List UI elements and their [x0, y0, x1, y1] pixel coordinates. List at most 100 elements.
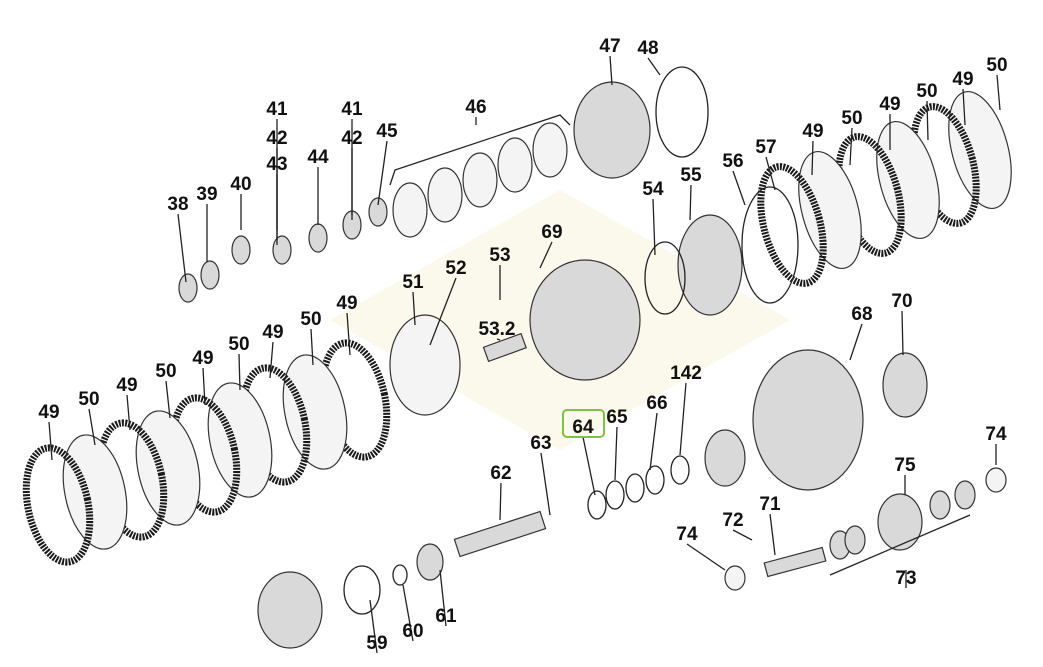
part-label-72: 72	[722, 510, 743, 531]
leader-line	[811, 140, 814, 176]
part-label-55: 55	[680, 165, 702, 186]
small-part	[200, 260, 220, 290]
part-label-49: 49	[38, 402, 59, 423]
part-label-41: 41	[266, 99, 288, 120]
needle-bearing	[954, 480, 976, 510]
leader-line	[346, 312, 351, 356]
part-label-54: 54	[642, 179, 664, 200]
part-label-38: 38	[167, 194, 188, 215]
steel-plate	[948, 90, 1012, 210]
part-label-68: 68	[851, 304, 872, 325]
leader-lines	[48, 55, 1001, 654]
bearing	[882, 352, 928, 418]
leader-line	[686, 543, 726, 571]
leader-line	[962, 88, 966, 126]
steel-plate	[207, 382, 273, 498]
part-label-44: 44	[307, 147, 329, 168]
washer-61	[416, 543, 444, 581]
leader-line	[310, 328, 314, 366]
spring-59	[343, 565, 381, 615]
small-part	[272, 235, 292, 265]
housing	[752, 349, 864, 491]
drum	[573, 81, 651, 179]
part-label-43: 43	[266, 154, 287, 175]
leader-line	[202, 367, 206, 406]
leader-line	[540, 452, 551, 516]
part-label-50: 50	[228, 334, 249, 355]
friction-disc	[757, 163, 827, 287]
part-label-49: 49	[262, 322, 283, 343]
leader-line	[609, 55, 613, 86]
part-label-142: 142	[670, 363, 702, 384]
pin-71	[763, 546, 827, 578]
leader-line	[582, 436, 596, 496]
leader-line	[177, 213, 187, 283]
small-part	[231, 235, 251, 265]
leader-line	[732, 529, 753, 541]
part-label-74: 74	[676, 524, 698, 545]
seal-ring	[655, 66, 709, 158]
washer-74	[724, 565, 746, 591]
steel-plate	[876, 120, 940, 240]
thrust-washer	[427, 167, 463, 223]
part-label-62: 62	[490, 463, 511, 484]
thrust-washer	[497, 137, 533, 193]
part-label-57: 57	[755, 137, 776, 158]
piston-ring	[741, 186, 799, 304]
seal-ring-small	[587, 490, 607, 520]
leader-line	[402, 584, 414, 642]
leader-line	[901, 310, 904, 356]
leader-line	[48, 421, 53, 461]
part-label-49: 49	[802, 121, 823, 142]
highlight-box	[562, 409, 605, 438]
part-label-70: 70	[891, 291, 912, 312]
part-label-42: 42	[266, 128, 287, 149]
leader-line	[765, 156, 776, 191]
needle-bearing	[844, 525, 866, 555]
part-label-42: 42	[341, 128, 362, 149]
part-label-65: 65	[606, 407, 628, 428]
leader-line	[649, 412, 658, 471]
leader-line	[849, 127, 853, 166]
part-label-49: 49	[336, 293, 357, 314]
part-label-66: 66	[646, 393, 667, 414]
seal-ring-small	[670, 455, 690, 485]
gear-hub	[257, 571, 323, 649]
part-label-49: 49	[116, 375, 137, 396]
leader-line	[926, 100, 929, 141]
leader-line	[269, 341, 274, 379]
leader-line	[732, 170, 746, 206]
part-label-45: 45	[376, 121, 398, 142]
leader-line	[652, 198, 656, 256]
thrust-washer	[462, 152, 498, 208]
thrust-washer	[532, 122, 568, 178]
leader-line	[369, 599, 378, 654]
shaft-62	[453, 510, 547, 558]
part-label-75: 75	[894, 455, 916, 476]
leader-line	[849, 323, 863, 361]
seal-ring-small	[605, 480, 625, 510]
leader-line	[412, 291, 416, 326]
part-label-49: 49	[879, 94, 900, 115]
part-label-51: 51	[402, 272, 424, 293]
part-label-64: 64	[572, 417, 594, 438]
steel-plate	[62, 434, 128, 550]
leader-line	[647, 57, 661, 76]
parts-drawing	[22, 66, 1012, 649]
part-label-50: 50	[916, 81, 937, 102]
part-label-53-2: 53.2	[479, 319, 516, 340]
part-label-56: 56	[722, 151, 743, 172]
seal-ring-small	[625, 473, 645, 503]
leader-line	[769, 513, 776, 556]
part-label-53: 53	[489, 245, 510, 266]
part-label-49: 49	[192, 348, 213, 369]
part-label-39: 39	[196, 184, 217, 205]
leader-line	[377, 140, 388, 206]
part-label-40: 40	[230, 174, 251, 195]
leader-line	[439, 569, 447, 627]
part-label-60: 60	[402, 621, 423, 642]
steel-plate	[798, 150, 862, 270]
part-label-74: 74	[985, 424, 1007, 445]
